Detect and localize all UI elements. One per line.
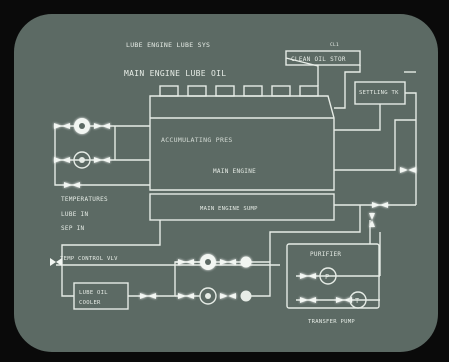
temp-line-lube-in: LUBE IN <box>61 211 88 218</box>
pump-icon[interactable] <box>74 118 90 134</box>
transfer-pump-label: TRANSFER PUMP <box>308 319 355 325</box>
transfer-pump-symbol: T <box>355 297 360 305</box>
cooler-label-line-1: LUBE OIL <box>79 290 108 296</box>
main-engine-label: MAIN ENGINE <box>213 168 256 175</box>
settling-tank-label: SETTLING TK <box>359 90 399 96</box>
filter-icon[interactable] <box>241 291 252 302</box>
screen-title: LUBE ENGINE LUBE SYS <box>126 41 210 49</box>
filter-icon[interactable] <box>241 257 252 268</box>
temp-control-valve-label: TEMP CONTROL VLV <box>60 256 118 262</box>
main-engine-sump-label: MAIN ENGINE SUMP <box>200 206 258 212</box>
temp-line-sep-in: SEP IN <box>61 225 85 232</box>
purifier-label: PURIFIER <box>310 251 341 258</box>
pump-icon[interactable] <box>200 254 216 270</box>
temperatures-header: TEMPERATURES <box>61 196 108 203</box>
cooler-label-line-2: COOLER <box>79 300 101 306</box>
clean-oil-stor-tag: CL1 <box>330 42 339 48</box>
system-title: MAIN ENGINE LUBE OIL <box>124 69 226 78</box>
alarm-text: ACCUMULATING PRES <box>161 136 233 144</box>
purifier-symbol: P <box>325 273 330 281</box>
